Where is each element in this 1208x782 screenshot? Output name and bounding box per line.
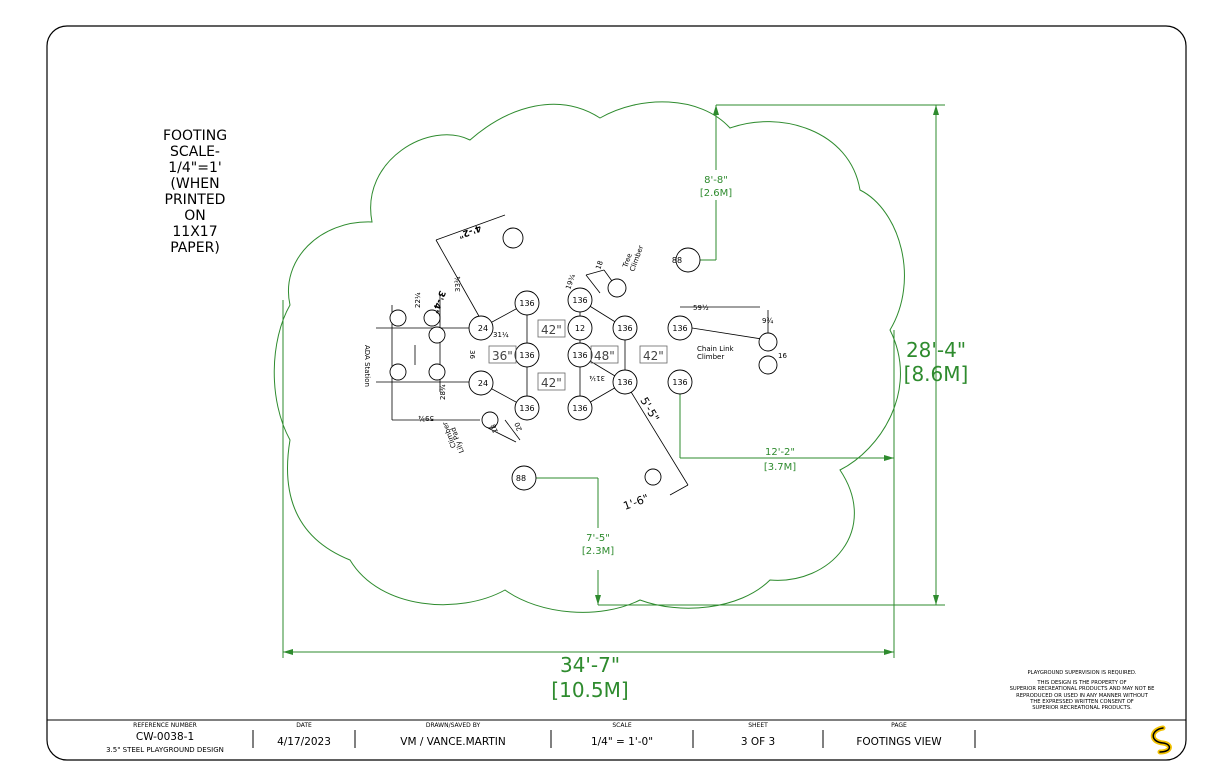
small-dim: 19¾ [564,273,577,291]
small-dim: 31¼ [493,331,509,339]
diag-dim: 5'-5" [637,395,661,424]
sheet-label: SHEET [748,722,768,729]
scale-note-line: SCALE- [170,144,220,160]
footing-label: 136 [572,404,587,413]
scale-cell: SCALE 1/4" = 1'-0" [554,722,690,758]
note-line: SUPERIOR RECREATIONAL PRODUCTS AND MAY N… [1009,686,1155,693]
small-dim: 22¼ [414,292,422,308]
diag-dim: 4'-2" [457,222,483,240]
deck-height-label: 48" [594,349,615,363]
top-dimension-metric: [2.6M] [700,188,732,199]
reference-cell: REFERENCE NUMBER CW-0038-1 3.5" STEEL PL… [80,722,250,758]
scale-note-line: FOOTING [163,128,227,144]
small-dim: 20 [513,421,524,432]
reference-label: REFERENCE NUMBER [133,722,197,729]
scale-note-line: PAPER) [170,240,220,256]
small-dim: 16 [778,352,787,360]
playground-boundary [273,101,905,613]
sheet-border [46,25,1187,761]
legal-notes: PLAYGROUND SUPERVISION IS REQUIRED. THIS… [982,670,1182,711]
width-dimension-metric: [10.5M] [551,678,628,702]
company-logo [1150,725,1172,755]
note-line: REPRODUCED OR USED IN ANY MANNER WITHOUT [1016,692,1148,699]
footing-label: 24 [478,379,488,388]
right-dimension-metric: [3.7M] [764,462,796,473]
footing-label: 136 [617,378,632,387]
footing-label: 136 [519,351,534,360]
small-dim: 18 [489,423,500,434]
deck-height-label: 36" [492,349,513,363]
footing-label: 12 [575,324,585,333]
scale-note-line: PRINTED [165,192,226,208]
footing-label: 136 [572,351,587,360]
footing-label: 136 [519,404,534,413]
small-dim: 59½ [693,304,709,312]
scale-note-line: (WHEN [170,176,219,192]
footing-label: 136 [617,324,632,333]
diag-dim: 3'-4" [429,289,447,315]
drawn-label: DRAWN/SAVED BY [425,722,481,729]
height-dimension: 28'-4" [906,338,966,362]
scale-note-line: 11X17 [172,224,217,240]
width-dimension: 34'-7" [560,653,620,677]
page-cell: PAGE FOOTINGS VIEW [826,722,972,758]
footing-circles [389,227,778,491]
deck-height-box [488,345,517,364]
date-label: DATE [296,722,312,729]
note-line: SUPERIOR RECREATIONAL PRODUCTS. [1032,705,1132,712]
equipment-label-chain: Chain Link [697,345,735,353]
footing-label: 136 [672,324,687,333]
small-dim: 18 [594,260,605,271]
deck-height-box [537,372,566,391]
top-dimension: 8'-8" [704,175,728,186]
date-value: 4/17/2023 [277,736,331,748]
small-dim: 33¾ [454,276,462,292]
deck-height-label: 42" [541,376,562,390]
small-dim: 31¼ [589,374,605,382]
dimension-arrows [283,105,939,655]
page-value: FOOTINGS VIEW [856,736,942,748]
height-dimension-metric: [8.6M] [904,362,969,386]
deck-height-label: 42" [643,349,664,363]
small-dim: 9¾ [762,317,773,325]
date-cell: DATE 4/17/2023 [256,722,352,758]
footing-label: 88 [672,256,682,265]
reference-subtitle: 3.5" STEEL PLAYGROUND DESIGN [106,746,224,754]
footing-label: 24 [478,324,488,333]
note-line: PLAYGROUND SUPERVISION IS REQUIRED. [1027,670,1137,676]
sheet-cell: SHEET 3 OF 3 [696,722,820,758]
deck-height-label: 42" [541,323,562,337]
page-label: PAGE [891,722,907,729]
footing-label: 136 [672,378,687,387]
bottom-dimension-metric: [2.3M] [582,546,614,557]
scale-value: 1/4" = 1'-0" [590,736,654,748]
bottom-dimension: 7'-5" [586,533,610,544]
equipment-label-ada: ADA Station [363,345,371,387]
dimension-lines [282,104,945,658]
scale-note-line: ON [184,208,206,224]
diag-dim: 1'-6" [622,492,651,513]
footing-label: 136 [519,299,534,308]
note-line: THIS DESIGN IS THE PROPERTY OF [1037,680,1127,687]
small-dim: 59¾ [418,414,434,422]
drawn-value: VM / VANCE.MARTIN [400,736,506,748]
deck-height-box [639,345,668,364]
sheet-value: 3 OF 3 [740,736,776,748]
footing-label: 136 [572,296,587,305]
small-dim: 28¾ [439,384,447,400]
equipment-label-chain-2: Climber [697,353,724,361]
right-dimension: 12'-2" [765,447,795,458]
footing-label: 88 [516,474,526,483]
scale-label: SCALE [612,722,632,729]
deck-height-box [590,345,619,364]
reference-value: CW-0038-1 [135,731,195,743]
drawn-by-cell: DRAWN/SAVED BY VM / VANCE.MARTIN [358,722,548,758]
scale-note: FOOTING SCALE- 1/4"=1' (WHEN PRINTED ON … [163,128,227,256]
deck-height-box [537,319,566,338]
note-line: THE EXPRESSED WRITTEN CONSENT OF [1030,698,1134,705]
scale-note-line: 1/4"=1' [168,160,221,176]
small-dim: 36 [468,350,476,359]
